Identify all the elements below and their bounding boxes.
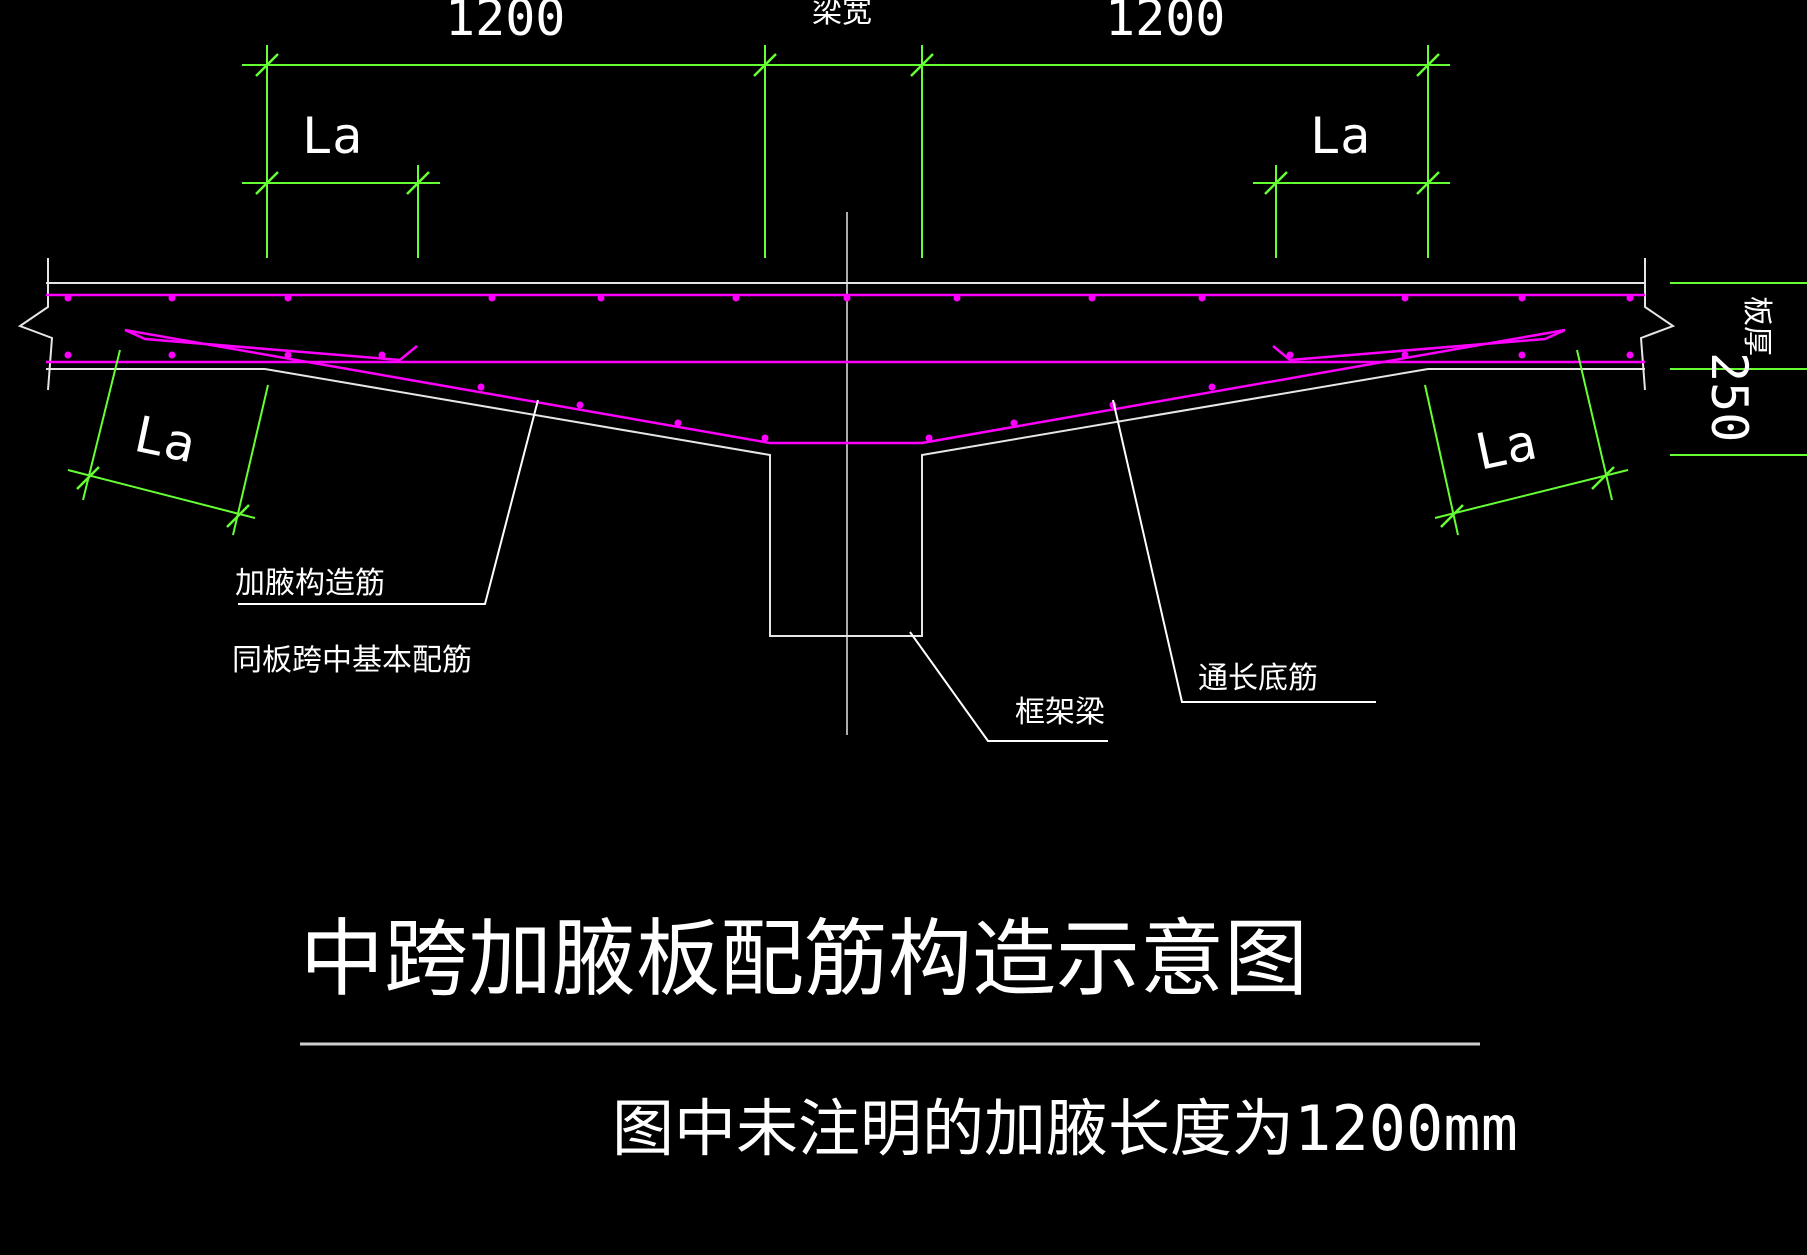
rebar-section-dot	[597, 294, 605, 302]
label-haunch-rebar: 加腋构造筋	[235, 566, 385, 601]
rebar-section-dot	[1518, 351, 1526, 359]
rebar-section-dot	[953, 294, 961, 302]
rebar-section-dot	[1626, 294, 1634, 302]
dimension-tick	[406, 171, 430, 195]
break-line-right	[1639, 258, 1676, 391]
rebar-section-dot	[168, 294, 176, 302]
dimension-tick	[255, 53, 279, 77]
dimension-tick	[76, 466, 100, 490]
drawing-note: 图中未注明的加腋长度为1200mm	[612, 1092, 1518, 1165]
rebar-section-dot	[64, 351, 72, 359]
dim-la-bottom-left: La	[130, 405, 201, 474]
dimension-tick	[226, 504, 250, 528]
rebar-section-dot	[1401, 294, 1409, 302]
leader-haunch-rebar	[238, 399, 539, 605]
haunch-rebar-hook-right	[1272, 328, 1566, 362]
ext-line-la-br-2	[1424, 384, 1459, 536]
dimension-lines	[67, 45, 1807, 536]
rebar-section-dot	[1626, 351, 1634, 359]
rebar-section-dot	[761, 434, 769, 442]
rebar-group	[46, 293, 1645, 445]
leader-continuous-bottom	[1112, 399, 1376, 703]
dim-la-top-left: La	[302, 107, 362, 165]
haunch-rebar	[124, 328, 1566, 445]
dimension-tick	[1416, 171, 1440, 195]
label-continuous-bottom: 通长底筋	[1198, 661, 1318, 696]
ext-line-la-bl-2	[232, 384, 269, 536]
dimension-tick	[1264, 171, 1288, 195]
dim-la-top-right: La	[1310, 107, 1370, 165]
rebar-section-dot	[64, 294, 72, 302]
break-line-left	[17, 258, 54, 391]
rebar-section-dot	[843, 294, 851, 302]
drawing-title: 中跨加腋板配筋构造示意图	[300, 910, 1308, 1008]
dimension-ticks	[76, 53, 1615, 528]
rebar-section-dot	[674, 419, 682, 427]
rebar-section-dot	[576, 401, 584, 409]
rebar-section-dot	[477, 383, 485, 391]
rebar-section-dot	[732, 294, 740, 302]
rebar-section-dot	[1198, 294, 1206, 302]
dimension-tick	[753, 53, 777, 77]
dimension-tick	[255, 171, 279, 195]
dim-line-la-bottom-right	[1434, 469, 1629, 519]
rebar-section-dot	[488, 294, 496, 302]
rebar-section-dot	[1518, 294, 1526, 302]
dim-thickness: 250	[1700, 352, 1758, 442]
dimension-tick	[910, 53, 934, 77]
leader-lines	[238, 399, 1376, 742]
rebar-section-dot	[168, 351, 176, 359]
rebar-section-dot	[284, 351, 292, 359]
haunch-and-beam-outline	[264, 368, 1429, 637]
dim-thickness-label: 板厚	[1739, 296, 1774, 356]
leader-frame-beam	[909, 631, 1108, 742]
dim-beam-width: 梁宽	[812, 0, 872, 30]
dim-la-bottom-right: La	[1470, 412, 1541, 481]
rebar-section-dot	[284, 294, 292, 302]
dimension-tick	[1591, 466, 1615, 490]
rebar-section-dot	[925, 434, 933, 442]
dim-left-span: 1200	[445, 0, 565, 47]
rebar-section-dot	[1401, 351, 1409, 359]
haunch-rebar-hook-left	[124, 328, 418, 362]
dim-line-la-bottom-left	[67, 469, 256, 519]
rebar-section-dot	[1208, 383, 1216, 391]
rebar-section-dot	[1286, 351, 1294, 359]
rebar-section-dot	[1088, 294, 1096, 302]
rebar-section-dot	[378, 351, 386, 359]
dimension-tick	[1416, 53, 1440, 77]
rebar-dots	[64, 294, 1634, 442]
label-frame-beam: 框架梁	[1015, 695, 1105, 730]
label-same-as-midspan: 同板跨中基本配筋	[232, 643, 472, 678]
dim-right-span: 1200	[1105, 0, 1225, 47]
rebar-section-dot	[1010, 419, 1018, 427]
dimension-tick	[1440, 504, 1464, 528]
